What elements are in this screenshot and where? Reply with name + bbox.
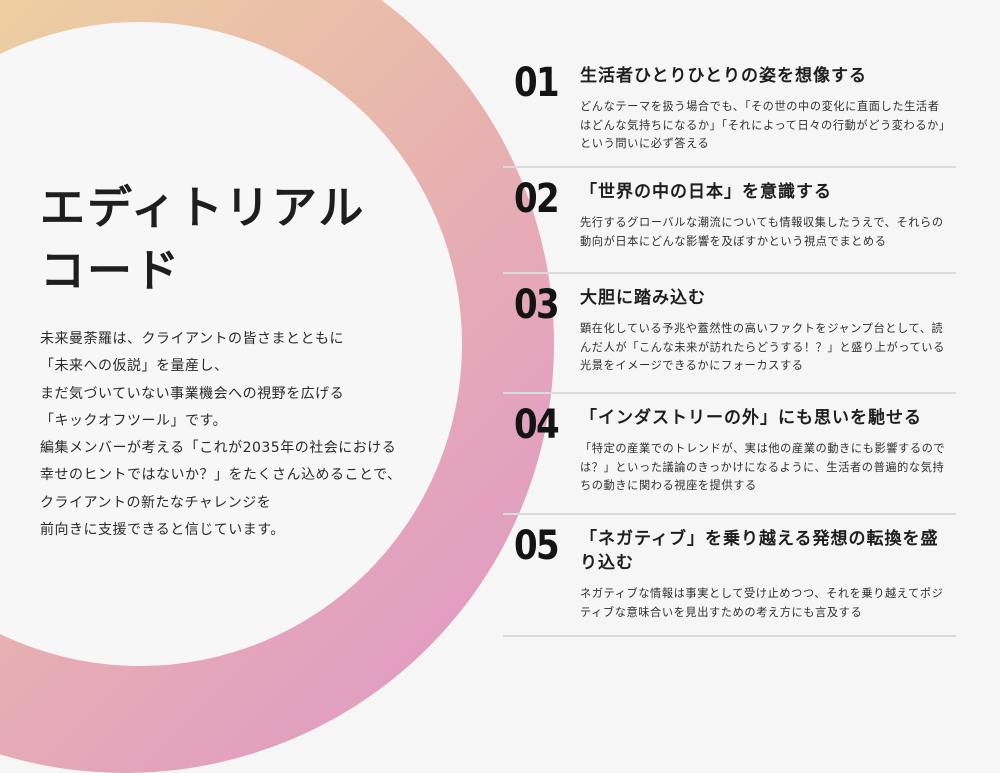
principle-number: 01: [514, 60, 560, 106]
principle-number: 05: [514, 523, 560, 569]
intro-line: クライアントの新たなチャレンジを: [40, 494, 272, 511]
principle-item-05: 05 「ネガティブ」を乗り越える発想の転換を盛り込む ネガティブな情報は事実とし…: [503, 515, 956, 637]
intro-line: 未来曼荼羅は、クライアントの皆さまとともに: [40, 331, 344, 347]
principle-description: 「特定の産業でのトレンドが、実は他の産業の動きにも影響するのでは？」といった議論…: [580, 442, 946, 492]
intro-line: まだ気づいていない事業機会への視野を広げる: [40, 385, 345, 402]
principle-description: 顕在化している予兆や蓋然性の高いファクトをジャンプ台として、読んだ人が「こんな未…: [580, 322, 945, 372]
principle-description: ネガティブな情報は事実として受け止めつつ、それを乗り越えてポジティブな意味合いを…: [580, 587, 944, 619]
principle-heading: 大胆に踏み込む: [580, 288, 706, 308]
page-title: エディトリアル コード: [40, 176, 460, 302]
intro-line: 幸せのヒントではないか？」をたくさん込めることで、: [40, 467, 402, 484]
principle-heading: 「ネガティブ」を乗り越える発想の転換を盛り込む: [580, 529, 939, 573]
principle-item-02: 02 「世界の中の日本」を意識する 先行するグローバルな潮流についても情報収集し…: [503, 168, 956, 274]
intro-line: 「未来への仮説」を量産し、: [40, 358, 229, 375]
intro-line: 前向きに支援できると信じています。: [40, 522, 285, 539]
principle-description: どんなテーマを扱う場合でも、「その世の中の変化に直面した生活者はどんな気持ちにな…: [580, 100, 946, 150]
title-line-1: エディトリアル: [40, 181, 366, 234]
intro-line: 「キックオフツール」です。: [40, 412, 228, 429]
principle-number: 03: [514, 282, 560, 328]
principle-item-03: 03 大胆に踏み込む 顕在化している予兆や蓋然性の高いファクトをジャンプ台として…: [503, 274, 956, 394]
title-line-2: コード: [40, 244, 182, 297]
principle-heading: 「インダストリーの外」にも思いを馳せる: [580, 408, 922, 428]
intro-text: 未来曼荼羅は、クライアントの皆さまとともに 「未来への仮説」を量産し、 まだ気づ…: [40, 326, 460, 544]
principle-item-04: 04 「インダストリーの外」にも思いを馳せる 「特定の産業でのトレンドが、実は他…: [503, 394, 956, 515]
intro-line: 編集メンバーが考える「これが2035年の社会における: [40, 440, 397, 457]
principle-heading: 「世界の中の日本」を意識する: [580, 182, 832, 202]
hero-section: エディトリアル コード 未来曼荼羅は、クライアントの皆さまとともに 「未来への仮…: [40, 176, 460, 544]
principle-item-01: 01 生活者ひとりひとりの姿を想像する どんなテーマを扱う場合でも、「その世の中…: [503, 52, 956, 168]
principle-heading: 生活者ひとりひとりの姿を想像する: [580, 66, 867, 86]
principles-list: 01 生活者ひとりひとりの姿を想像する どんなテーマを扱う場合でも、「その世の中…: [503, 52, 956, 637]
principle-number: 04: [514, 402, 560, 448]
principle-number: 02: [514, 176, 560, 222]
principle-description: 先行するグローバルな潮流についても情報収集したうえで、それらの動向が日本にどんな…: [580, 216, 944, 248]
